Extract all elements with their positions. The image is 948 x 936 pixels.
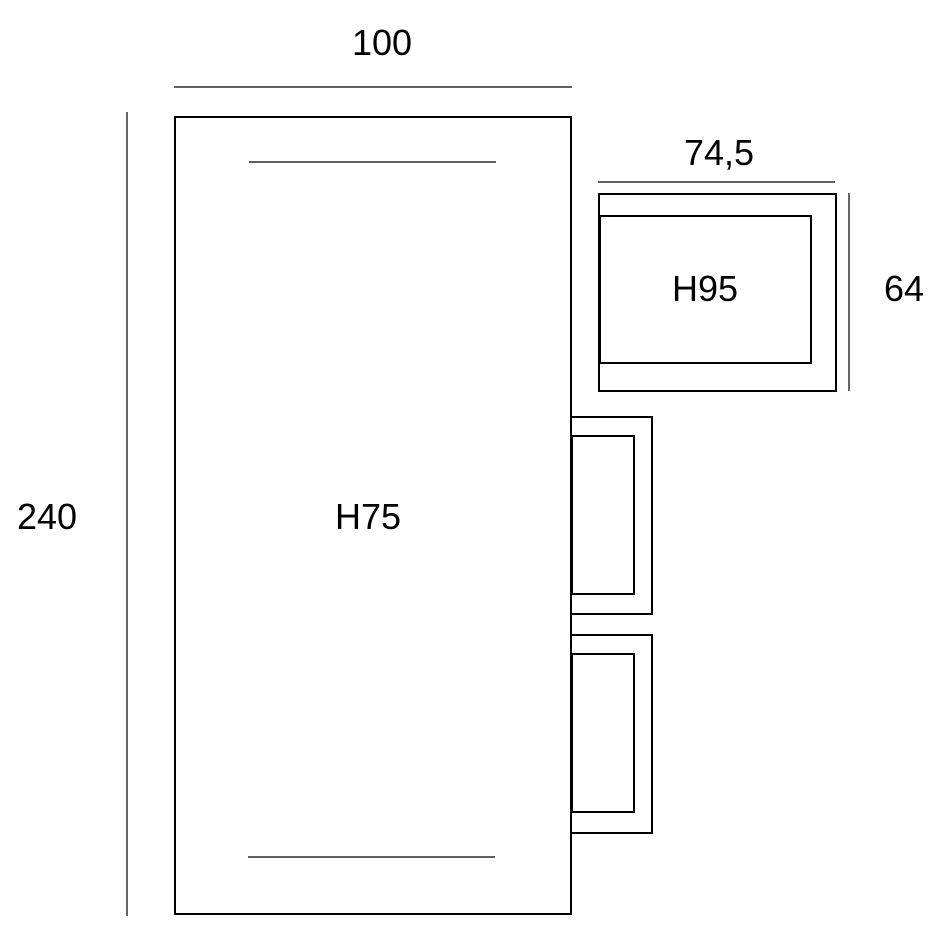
chair-upper-outer <box>570 416 653 615</box>
cabinet-width-label: 74,5 <box>684 132 754 173</box>
desk-length-label: 240 <box>17 496 77 537</box>
cabinet: H95 <box>598 193 837 392</box>
chair-lower-outer <box>570 634 653 834</box>
chair-upper-inner <box>571 435 635 595</box>
cabinet-inner <box>599 215 812 364</box>
desk: H75 <box>174 116 572 915</box>
desk-height-label: H75 <box>335 496 401 537</box>
cabinet-height-label: H95 <box>672 268 738 309</box>
chair-lower-inner <box>571 653 635 813</box>
desk-width-label: 100 <box>352 22 412 63</box>
chair-lower <box>570 634 653 834</box>
chair-upper <box>570 416 653 615</box>
cabinet-depth-label: 64 <box>884 268 924 309</box>
